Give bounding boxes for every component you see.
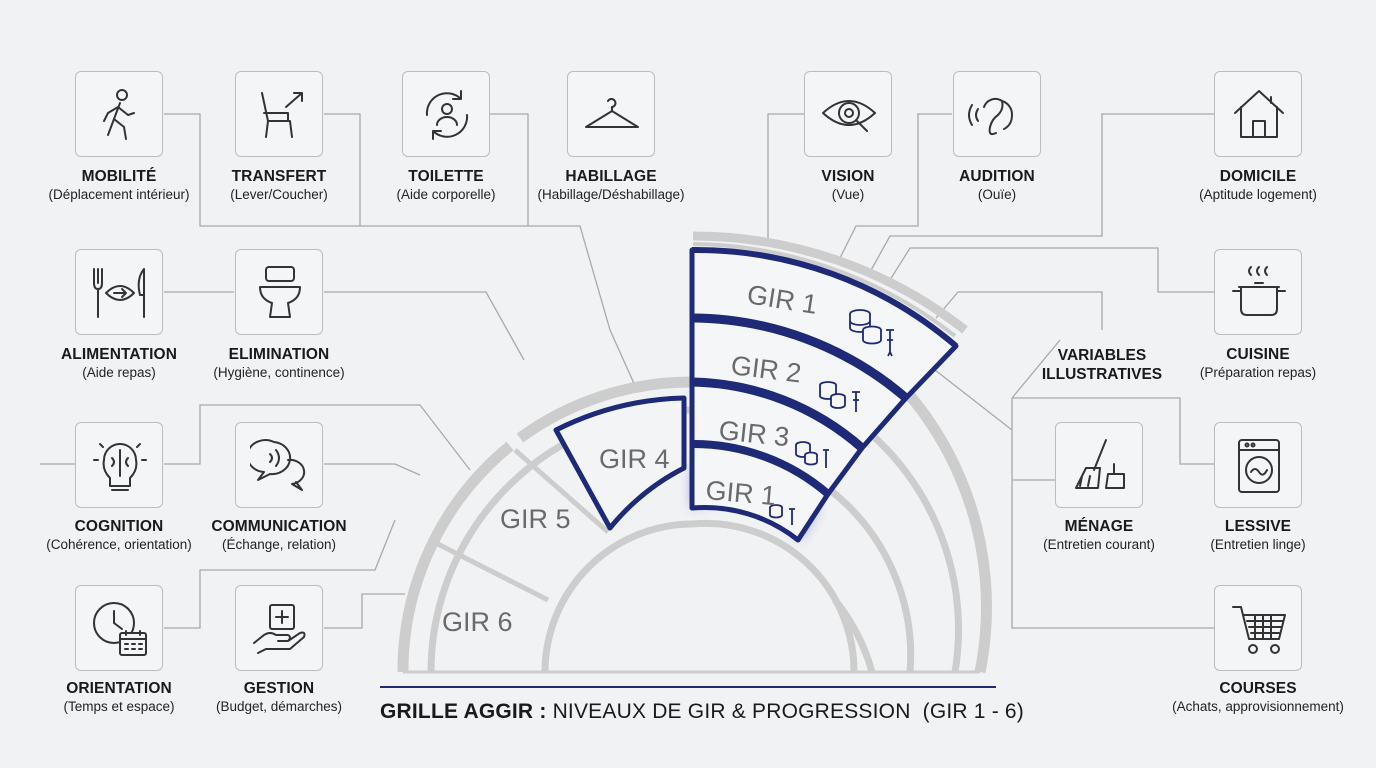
orientation-title: ORIENTATION [66, 680, 172, 697]
speech-bubbles-icon [250, 439, 306, 491]
habillage-title: HABILLAGE [565, 168, 657, 185]
title-underline [380, 686, 996, 688]
transfert-title: TRANSFERT [231, 168, 327, 185]
courses-title: COURSES [1219, 680, 1297, 697]
elimination-title: ELIMINATION [228, 346, 330, 363]
audition-subtitle: (Ouïe) [977, 187, 1017, 202]
gir3-label: GIR 3 [717, 415, 790, 452]
clock-calendar-icon [93, 602, 147, 656]
domicile-subtitle: (Aptitude logement) [1199, 187, 1317, 202]
variables-line2: ILLUSTRATIVES [1041, 366, 1163, 383]
washing-machine-icon [1238, 439, 1280, 493]
habillage-card [567, 71, 655, 157]
lessive-title: LESSIVE [1224, 518, 1292, 535]
ear-icon [968, 98, 1013, 136]
broom-dustpan-icon [1075, 439, 1125, 489]
orientation-card [75, 585, 163, 671]
mobilite-subtitle: (Déplacement intérieur) [48, 187, 190, 202]
fork-knife-mouth-icon [93, 268, 145, 318]
mobilite-title: MOBILITÉ [81, 168, 157, 185]
gestion-title: GESTION [243, 680, 315, 697]
toilette-card [402, 71, 490, 157]
gestion-card [235, 585, 323, 671]
title-rest: NIVEAUX DE GIR & PROGRESSION [552, 700, 911, 723]
cognition-card [75, 422, 163, 508]
gir6-label: GIR 6 [442, 607, 513, 637]
cooking-pot-icon [1232, 266, 1286, 316]
toilette-subtitle: (Aide corporelle) [396, 187, 496, 202]
variables-illustratives-label: VARIABLES ILLUSTRATIVES [1010, 346, 1194, 384]
orientation-subtitle: (Temps et espace) [63, 699, 175, 714]
courses-subtitle: (Achats, approvisionnement) [1172, 699, 1344, 714]
habillage-subtitle: (Habillage/Déshabillage) [537, 187, 685, 202]
communication-subtitle: (Échange, relation) [221, 537, 337, 552]
gir-stack [689, 246, 959, 543]
chair-arrow-icon [261, 92, 303, 138]
cognition-title: COGNITION [74, 518, 164, 535]
house-icon [1234, 90, 1284, 138]
variables-line1: VARIABLES [1057, 347, 1147, 364]
vision-subtitle: (Vue) [831, 187, 865, 202]
hanger-icon [585, 98, 639, 128]
alimentation-subtitle: (Aide repas) [82, 365, 156, 380]
alimentation-title: ALIMENTATION [61, 346, 177, 363]
page-title: GRILLE AGGIR : NIVEAUX DE GIR & PROGRESS… [380, 700, 1024, 724]
menage-card [1055, 422, 1143, 508]
cognition-subtitle: (Cohérence, orientation) [46, 537, 192, 552]
hand-medical-box-icon [253, 604, 306, 654]
communication-title: COMMUNICATION [211, 518, 347, 535]
elimination-card [235, 249, 323, 335]
gir4-segment [553, 395, 687, 531]
domicile-card [1214, 71, 1302, 157]
communication-card [235, 422, 323, 508]
transfert-subtitle: (Lever/Coucher) [230, 187, 328, 202]
title-range: (GIR 1 - 6) [922, 700, 1025, 723]
vision-card [804, 71, 892, 157]
eye-magnifier-icon [822, 100, 876, 132]
person-cycle-icon [425, 90, 469, 140]
lessive-card [1214, 422, 1302, 508]
audition-title: AUDITION [959, 168, 1035, 185]
audition-card [953, 71, 1041, 157]
toilette-title: TOILETTE [408, 168, 484, 185]
gir4-label: GIR 4 [599, 444, 670, 474]
coins-crutch-icon [769, 309, 894, 525]
cuisine-card [1214, 249, 1302, 335]
courses-card [1214, 585, 1302, 671]
shopping-cart-icon [1232, 606, 1286, 654]
connector-lines [40, 113, 1214, 629]
title-bold: GRILLE AGGIR : [380, 700, 547, 723]
cuisine-subtitle: (Préparation repas) [1199, 365, 1317, 380]
alimentation-card [75, 249, 163, 335]
gestion-subtitle: (Budget, démarches) [215, 699, 343, 714]
walking-person-icon [103, 89, 135, 140]
elimination-subtitle: (Hygiène, continence) [213, 365, 345, 380]
menage-subtitle: (Entretien courant) [1043, 537, 1155, 552]
gir5-label: GIR 5 [500, 504, 571, 534]
domicile-title: DOMICILE [1219, 168, 1297, 185]
toilet-icon [259, 266, 301, 318]
vision-title: VISION [821, 168, 875, 185]
cuisine-title: CUISINE [1226, 346, 1290, 363]
gir1-bottom-label: GIR 1 [704, 475, 777, 511]
lessive-subtitle: (Entretien linge) [1210, 537, 1306, 552]
transfert-card [235, 71, 323, 157]
menage-title: MÉNAGE [1064, 518, 1134, 535]
brain-bulb-icon [93, 443, 147, 491]
mobilite-card [75, 71, 163, 157]
